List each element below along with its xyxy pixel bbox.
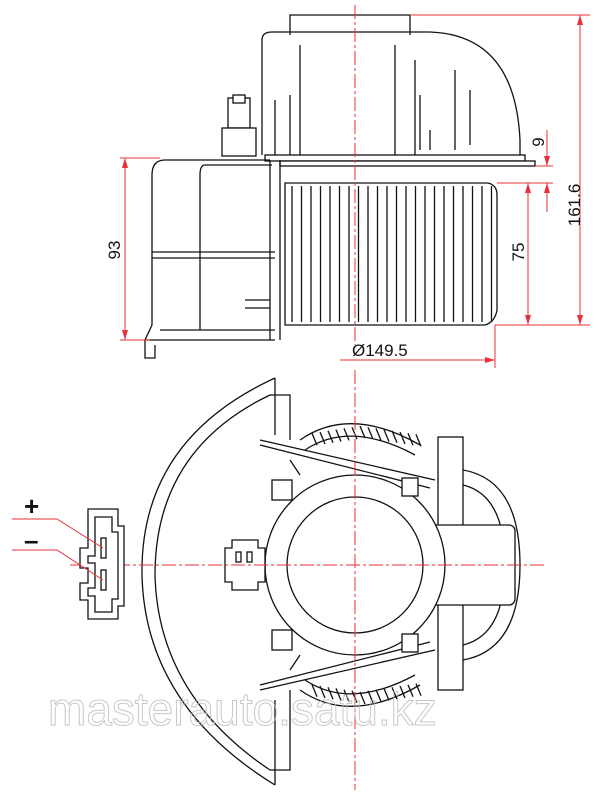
- dim-diameter: Ø149.5: [352, 341, 408, 360]
- fan-ring-hatch: [391, 430, 398, 444]
- bottom-centerlines: [70, 370, 545, 790]
- fan-ring-hatch: [407, 684, 414, 698]
- fan-ring-hatch: [359, 425, 366, 439]
- fan-ring-hatch: [319, 431, 326, 445]
- fan-ring-hatch: [311, 684, 318, 698]
- fan-ring-hatch: [327, 686, 334, 700]
- fan-ring-hatch: [327, 430, 334, 444]
- fan-ring-hatch: [399, 431, 406, 445]
- fan-ring-hatch: [375, 689, 382, 702]
- fan-ring-hatch: [335, 429, 342, 442]
- dim-gap: 9: [529, 137, 548, 146]
- fan-ring-hatch: [375, 428, 382, 441]
- fan-ring-hatch: [367, 426, 374, 440]
- plus-terminal-label: +: [24, 491, 39, 521]
- fan-ring-hatch: [343, 689, 350, 702]
- dim-fan-height: 75: [509, 243, 528, 262]
- fan-ring-hatch: [343, 428, 350, 441]
- fan-ring-hatch: [415, 434, 422, 447]
- fan-ring-hatch: [383, 688, 390, 701]
- fan-ring-hatch: [335, 688, 342, 701]
- connector-pinout: + –: [12, 491, 125, 620]
- fan-ring-hatch: [383, 429, 390, 442]
- fan-ring-hatch: [367, 690, 374, 704]
- dim-cage-height: 93: [105, 241, 124, 260]
- fan-ring-hatch: [359, 691, 366, 705]
- fan-ring-hatch: [407, 432, 414, 446]
- side-view: [143, 14, 536, 359]
- fan-ring-hatch: [319, 685, 326, 699]
- minus-terminal-label: –: [24, 525, 38, 555]
- dim-total-height: 161.6: [565, 184, 584, 227]
- fan-ring-hatch: [415, 683, 422, 696]
- fan-ring-hatch: [311, 432, 318, 446]
- fan-ring-hatch: [399, 685, 406, 699]
- side-dimensions: 161.6 93 75 9 Ø149.5: [105, 5, 590, 368]
- watermark: masterauto.satu.kz: [48, 683, 437, 735]
- fan-ring-hatch: [391, 686, 398, 700]
